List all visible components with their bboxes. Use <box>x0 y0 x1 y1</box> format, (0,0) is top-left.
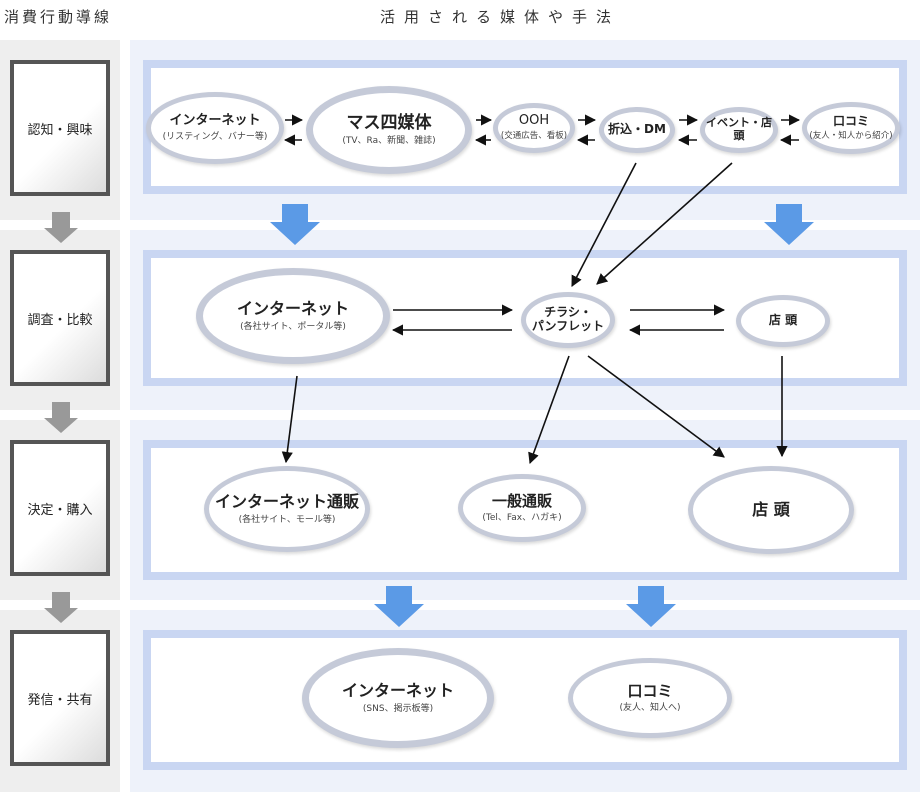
node-flyer-pamphlet-title: チラシ・ パンフレット <box>531 305 605 333</box>
stage-awareness-interest: 認知・興味 <box>10 60 110 196</box>
stage-share-broadcast: 発信・共有 <box>10 630 110 766</box>
stage-decision-purchase: 決定・購入 <box>10 440 110 576</box>
node-mail-order-title: 一般通販 <box>491 491 552 510</box>
node-internet-share: インターネット (SNS、掲示板等) <box>302 648 494 748</box>
node-internet-ad: インターネット (リスティング、バナー等) <box>146 92 284 164</box>
node-mass-media-title: マス四媒体 <box>346 112 432 133</box>
header-consumer-flow: 消費行動導線 <box>4 8 113 26</box>
node-ooh-title: OOH <box>518 113 550 129</box>
node-internet-ad-title: インターネット <box>169 112 261 128</box>
node-internet-research: インターネット (各社サイト、ポータル等) <box>196 268 390 364</box>
node-mass-media-sub: (TV、Ra、新聞、雑誌) <box>342 136 436 147</box>
node-kuchikomi-intro: 口コミ (友人・知人から紹介) <box>802 102 900 154</box>
node-ooh: OOH (交通広告、看板) <box>493 103 575 153</box>
node-kuchikomi-share-title: 口コミ <box>627 681 673 700</box>
node-internet-ad-sub: (リスティング、バナー等) <box>162 131 268 142</box>
node-kuchikomi-share: 口コミ (友人、知人へ) <box>568 658 732 738</box>
node-store-research: 店 頭 <box>736 295 830 347</box>
node-internet-shop-title: インターネット通販 <box>214 492 359 512</box>
node-internet-shop: インターネット通販 (各社サイト、モール等) <box>204 466 370 552</box>
node-internet-share-sub: (SNS、掲示板等) <box>362 703 434 714</box>
panel-share <box>143 630 907 770</box>
header-media-methods: 活用される媒体や手法 <box>380 8 621 26</box>
node-ooh-sub: (交通広告、看板) <box>500 131 568 142</box>
node-kuchikomi-intro-title: 口コミ <box>832 113 869 128</box>
node-internet-research-title: インターネット <box>236 299 349 319</box>
node-orikomi-dm: 折込・DM <box>599 107 675 153</box>
node-store-research-title: 店 頭 <box>768 313 798 328</box>
node-internet-shop-sub: (各社サイト、モール等) <box>238 514 336 525</box>
node-event-store: イベント・店頭 <box>700 107 778 153</box>
node-mail-order-sub: (Tel、Fax、ハガキ) <box>482 512 562 523</box>
node-kuchikomi-share-sub: (友人、知人へ) <box>619 702 681 713</box>
node-mail-order: 一般通販 (Tel、Fax、ハガキ) <box>458 474 586 542</box>
node-event-store-title: イベント・店頭 <box>706 116 772 142</box>
node-internet-share-title: インターネット <box>341 681 454 701</box>
node-kuchikomi-intro-sub: (友人・知人から紹介) <box>809 130 893 141</box>
node-internet-research-sub: (各社サイト、ポータル等) <box>240 321 346 332</box>
node-mass-media: マス四媒体 (TV、Ra、新聞、雑誌) <box>306 86 472 174</box>
node-store-purchase-title: 店 頭 <box>752 499 790 519</box>
node-flyer-pamphlet: チラシ・ パンフレット <box>521 292 615 348</box>
node-orikomi-dm-title: 折込・DM <box>608 122 666 137</box>
node-store-purchase: 店 頭 <box>688 466 854 554</box>
stage-research-compare: 調査・比較 <box>10 250 110 386</box>
